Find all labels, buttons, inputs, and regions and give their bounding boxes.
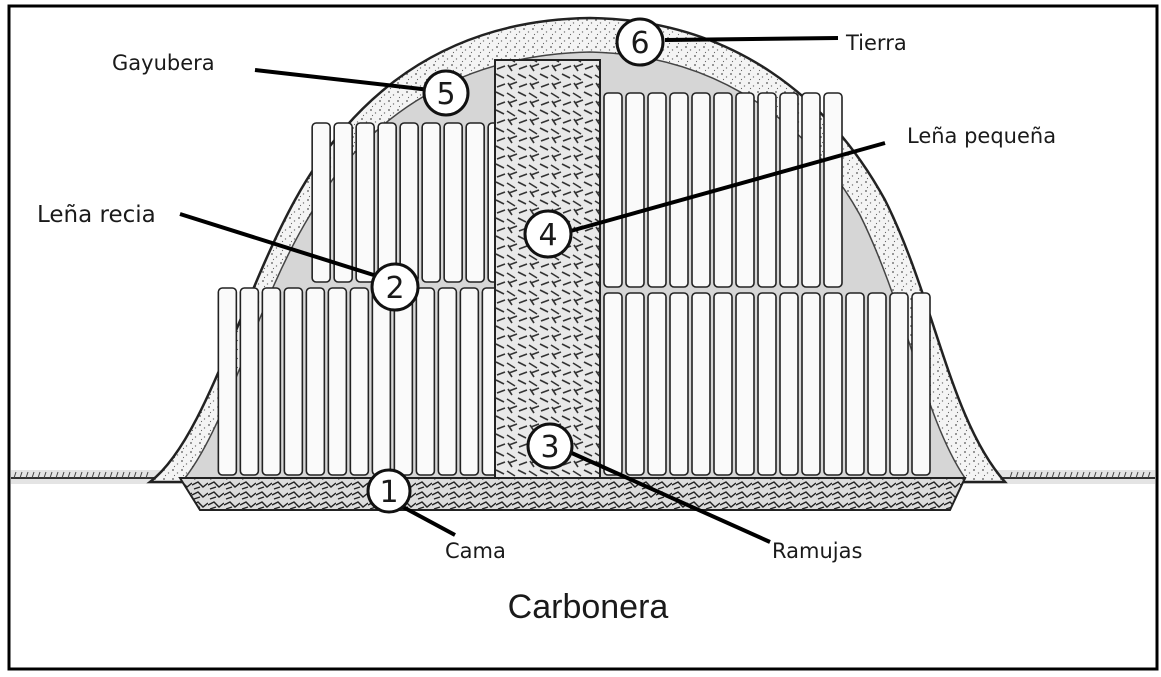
bed-layer xyxy=(180,478,965,510)
central-chimney xyxy=(495,60,600,478)
label-gayubera: Gayubera xyxy=(112,51,215,75)
split-log xyxy=(912,293,930,475)
split-log xyxy=(604,293,622,475)
split-log xyxy=(648,293,666,475)
split-log xyxy=(262,288,280,475)
split-log xyxy=(824,93,842,287)
split-log xyxy=(780,293,798,475)
label-tierra: Tierra xyxy=(845,31,907,55)
label-lena-pequena: Leña pequeña xyxy=(907,124,1056,148)
split-log xyxy=(334,123,352,282)
marker-4-number: 4 xyxy=(538,218,557,253)
split-log xyxy=(758,93,776,287)
split-log xyxy=(350,288,368,475)
label-ramujas: Ramujas xyxy=(772,539,862,563)
split-log xyxy=(714,293,732,475)
split-log xyxy=(736,293,754,475)
split-log xyxy=(802,93,820,287)
split-log xyxy=(758,293,776,475)
marker-6-number: 6 xyxy=(630,26,649,61)
split-log xyxy=(670,93,688,287)
split-log xyxy=(670,293,688,475)
split-log xyxy=(736,93,754,287)
marker-3: 3 xyxy=(528,424,572,468)
split-log xyxy=(802,293,820,475)
split-log xyxy=(824,293,842,475)
split-log xyxy=(372,288,390,475)
split-log xyxy=(328,288,346,475)
diagram-title: Carbonera xyxy=(508,588,669,626)
split-log xyxy=(846,293,864,475)
split-log xyxy=(460,288,478,475)
marker-2: 2 xyxy=(372,264,418,310)
split-log xyxy=(356,123,374,282)
label-cama: Cama xyxy=(445,539,506,563)
split-log xyxy=(604,93,622,287)
split-log xyxy=(416,288,434,475)
split-log xyxy=(444,123,462,282)
split-log xyxy=(400,123,418,282)
split-log xyxy=(422,123,440,282)
marker-6: 6 xyxy=(617,19,663,65)
split-log xyxy=(692,293,710,475)
marker-1-number: 1 xyxy=(379,475,398,510)
marker-5-number: 5 xyxy=(436,77,455,112)
marker-5: 5 xyxy=(424,71,468,115)
marker-4: 4 xyxy=(525,211,571,257)
marker-1: 1 xyxy=(368,470,410,512)
marker-3-number: 3 xyxy=(540,430,559,465)
split-log xyxy=(780,93,798,287)
split-log xyxy=(466,123,484,282)
split-log xyxy=(868,293,886,475)
split-log xyxy=(306,288,324,475)
split-log xyxy=(626,293,644,475)
split-log xyxy=(648,93,666,287)
split-log xyxy=(890,293,908,475)
split-log xyxy=(692,93,710,287)
label-lena-recia: Leña recia xyxy=(37,202,156,228)
split-log xyxy=(626,93,644,287)
split-log xyxy=(284,288,302,475)
split-log xyxy=(218,288,236,475)
split-log xyxy=(438,288,456,475)
split-log xyxy=(378,123,396,282)
split-log xyxy=(394,288,412,475)
leader-line-6 xyxy=(665,38,838,40)
split-log xyxy=(240,288,258,475)
marker-2-number: 2 xyxy=(385,271,404,306)
